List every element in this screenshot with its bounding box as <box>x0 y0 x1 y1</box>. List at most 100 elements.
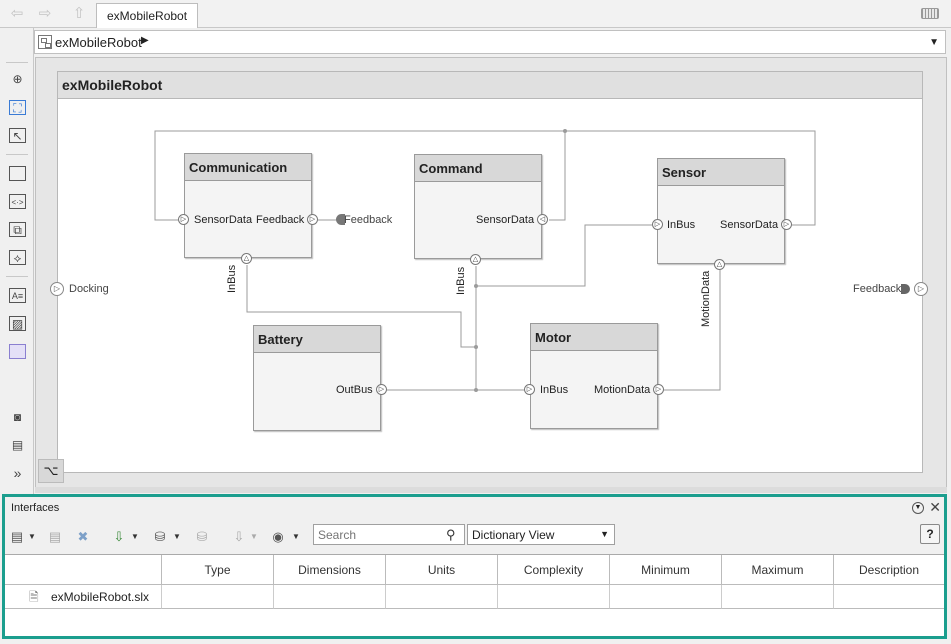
port-out-icon[interactable]: ▷ <box>653 384 664 395</box>
component-motor[interactable]: Motor <box>530 323 658 429</box>
docking-port-icon[interactable]: ▷ <box>50 282 64 296</box>
port-out-icon[interactable]: ▷ <box>307 214 318 225</box>
pane-options-icon[interactable]: ▼ <box>912 502 924 514</box>
search-icon[interactable]: ⚲ <box>446 527 456 542</box>
table-cell[interactable] <box>498 585 610 609</box>
connector-motiondata <box>664 270 721 391</box>
column-header[interactable]: Type <box>162 555 274 585</box>
property-inspector-icon[interactable]: ▤ <box>11 438 24 452</box>
image-icon[interactable]: ▨ <box>9 316 26 331</box>
import-icon[interactable]: ⇩ <box>113 529 125 544</box>
table-cell[interactable] <box>274 585 386 609</box>
arrow-select-icon[interactable]: ↖ <box>9 128 26 143</box>
column-header[interactable]: Dimensions <box>274 555 386 585</box>
chevron-down-icon: ▼ <box>600 529 609 539</box>
architecture-diagram: exMobileRobot <box>57 71 923 473</box>
area-icon[interactable] <box>9 344 26 359</box>
show-icon[interactable]: ◉ <box>272 529 284 544</box>
port-in-icon[interactable]: △ <box>714 259 725 270</box>
connector-sensor-inbus <box>476 224 652 287</box>
chevron-down-icon[interactable]: ▼ <box>131 532 139 541</box>
add-interface-icon[interactable]: ▤ <box>10 529 24 544</box>
model-hierarchy-icon[interactable]: ⌥ <box>38 459 64 483</box>
column-header[interactable]: Maximum <box>722 555 834 585</box>
dictionary-icon[interactable]: ⛁ <box>196 529 208 544</box>
port-in-icon[interactable]: ▷ <box>652 219 663 230</box>
annotation-icon[interactable]: A≡ <box>9 288 26 303</box>
column-header[interactable]: Minimum <box>610 555 722 585</box>
search-input[interactable] <box>313 524 465 545</box>
horizontal-scrollbar[interactable] <box>35 487 947 493</box>
column-header[interactable]: Units <box>386 555 498 585</box>
port-label: SensorData <box>720 219 779 231</box>
separator <box>6 62 28 63</box>
port-in-icon[interactable]: △ <box>470 254 481 265</box>
component-icon[interactable] <box>9 166 26 181</box>
feedback-out-port-icon[interactable]: ▷ <box>914 282 928 296</box>
port-label: MotionData <box>594 384 651 396</box>
save-icon[interactable]: ⛁ <box>154 529 166 544</box>
port-label: OutBus <box>336 384 373 396</box>
column-header[interactable] <box>5 555 162 585</box>
feedback-port-icon <box>901 284 910 294</box>
forward-arrow-icon[interactable]: ⇨ <box>38 5 52 22</box>
keyboard-icon[interactable] <box>921 8 939 19</box>
table-cell[interactable] <box>834 585 944 609</box>
camera-icon[interactable]: ◙ <box>13 410 22 424</box>
table-cell[interactable] <box>722 585 834 609</box>
port-in-icon[interactable]: △ <box>241 253 252 264</box>
component-sensor[interactable]: Sensor <box>657 158 785 264</box>
path-arrow-icon[interactable]: ▶ <box>141 35 149 46</box>
port-in-icon[interactable]: ▷ <box>524 384 535 395</box>
top-toolbar: ⇦ ⇨ ⇧ exMobileRobot <box>0 0 951 28</box>
connector-comm-inbus <box>246 265 475 348</box>
interfaces-title: Interfaces <box>11 502 60 514</box>
view-select-value: Dictionary View <box>472 528 555 542</box>
zoom-in-icon[interactable]: ⊕ <box>12 72 23 86</box>
table-row[interactable]: 🗎 exMobileRobot.slx <box>5 585 162 609</box>
port-in-icon[interactable]: ◁ <box>537 214 548 225</box>
help-button[interactable]: ? <box>920 524 940 544</box>
component-name: Command <box>415 155 541 182</box>
delete-icon[interactable]: ✖ <box>77 529 89 544</box>
view-select[interactable]: Dictionary View ▼ <box>467 524 615 545</box>
component-name: Communication <box>185 154 311 181</box>
component-communication[interactable]: Communication <box>184 153 312 258</box>
external-port-label: Docking <box>69 283 109 295</box>
chevron-down-icon[interactable]: ▼ <box>28 532 36 541</box>
chevron-down-icon[interactable]: ▼ <box>250 532 258 541</box>
expand-toolbar-icon[interactable]: » <box>13 465 22 481</box>
column-header[interactable]: Complexity <box>498 555 610 585</box>
column-header[interactable]: Description <box>834 555 944 585</box>
assign-icon[interactable]: ⇩ <box>233 529 245 544</box>
table-cell[interactable] <box>386 585 498 609</box>
tab-model[interactable]: exMobileRobot <box>96 3 199 28</box>
port-label: InBus <box>540 384 569 396</box>
address-bar[interactable]: exMobileRobot ▶ ▼ <box>34 30 946 54</box>
component-battery[interactable]: Battery <box>253 325 381 431</box>
add-element-icon[interactable]: ▤ <box>48 529 62 544</box>
port-out-icon[interactable]: ▷ <box>376 384 387 395</box>
connector-sensordata-loop <box>154 130 816 226</box>
separator <box>6 276 28 277</box>
adapter-icon[interactable]: ⟡ <box>9 250 26 265</box>
component-command[interactable]: Command <box>414 154 542 259</box>
up-arrow-icon[interactable]: ⇧ <box>72 5 86 22</box>
address-dropdown-icon[interactable]: ▼ <box>929 37 939 48</box>
chevron-down-icon[interactable]: ▼ <box>292 532 300 541</box>
connectors <box>154 129 816 392</box>
port-label: InBus <box>667 219 696 231</box>
table-cell[interactable] <box>610 585 722 609</box>
port-out-icon[interactable]: ▷ <box>781 219 792 230</box>
reference-component-icon[interactable]: <·> <box>9 194 26 209</box>
address-path[interactable]: exMobileRobot <box>55 35 142 50</box>
chevron-down-icon[interactable]: ▼ <box>173 532 181 541</box>
port-in-icon[interactable]: ▷ <box>178 214 189 225</box>
back-arrow-icon[interactable]: ⇦ <box>10 5 24 22</box>
variant-component-icon[interactable]: ⧉ <box>9 222 26 237</box>
table-cell[interactable] <box>162 585 274 609</box>
external-port-label: Feedback <box>853 283 902 295</box>
fit-to-view-icon[interactable]: ⛶ <box>9 100 26 115</box>
interfaces-pane: Interfaces ▼ ✕ ▤ ▼ ▤ ✖ ⇩ ▼ ⛁ ▼ ⛁ ⇩ ▼ ◉ ▼… <box>2 494 947 639</box>
close-icon[interactable]: ✕ <box>929 499 941 515</box>
